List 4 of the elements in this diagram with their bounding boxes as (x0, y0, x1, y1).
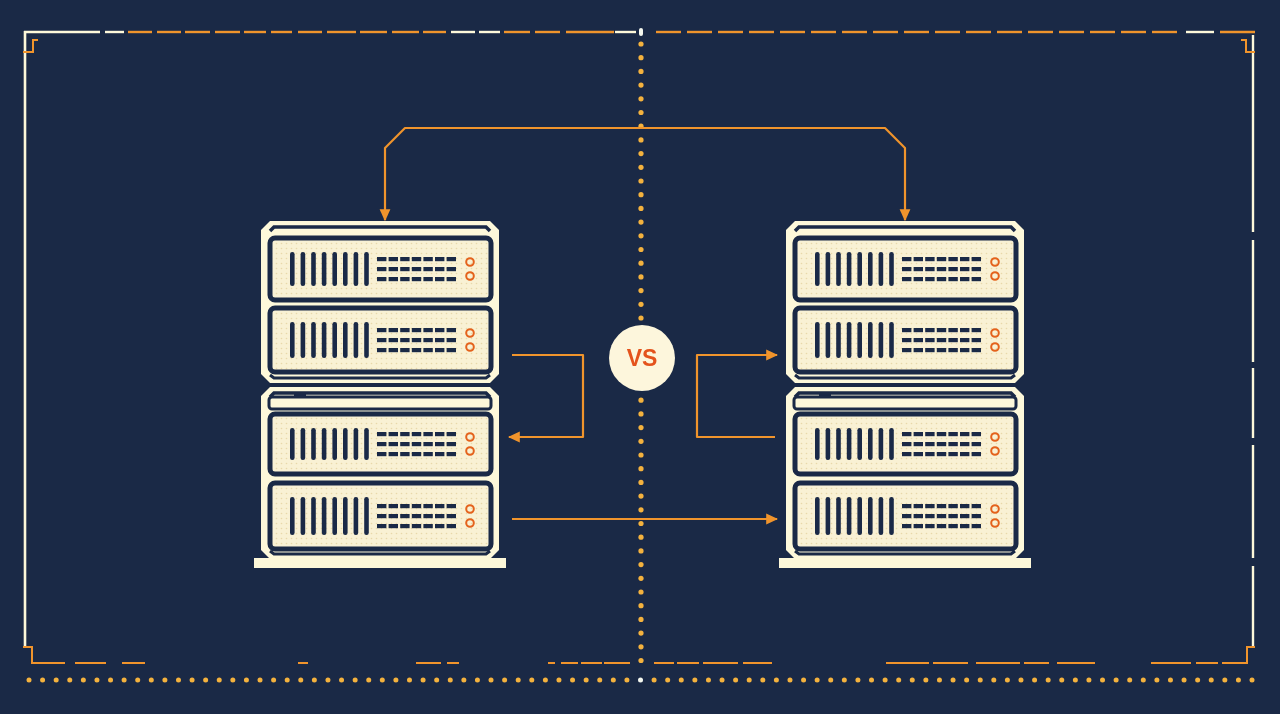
versus-label: VS (626, 346, 658, 370)
arrow (507, 353, 585, 443)
arrow (379, 126, 911, 222)
arrow (512, 513, 779, 525)
